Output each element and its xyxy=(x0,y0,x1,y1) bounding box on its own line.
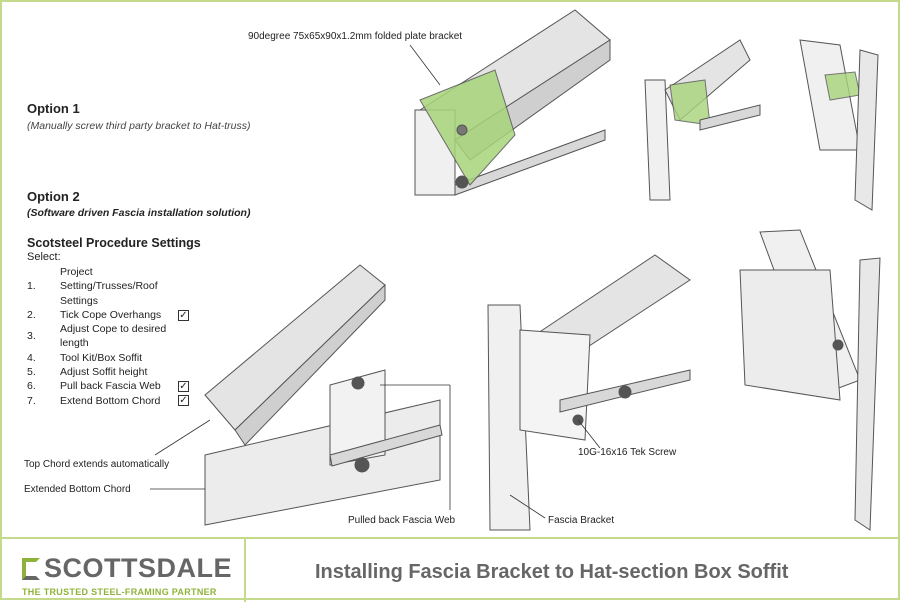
logo-mark-icon xyxy=(22,557,40,580)
option1-title: Option 1 xyxy=(27,101,80,116)
step-label: Tick Cope Overhangs xyxy=(60,308,162,321)
step-number: 3. xyxy=(27,330,36,343)
procedure-step: 1. Project Setting/Trusses/Roof Settings xyxy=(27,265,189,308)
brand-tagline: THE TRUSTED STEEL-FRAMING PARTNER xyxy=(22,587,217,597)
bottom-chord-label: Extended Bottom Chord xyxy=(24,484,131,495)
option2-side-view xyxy=(739,229,881,531)
step-number: 1. xyxy=(27,280,36,293)
step-number: 5. xyxy=(27,366,36,379)
procedure-step: 7. Extend Bottom Chord ✓ xyxy=(27,394,189,408)
procedure-step: 4. Tool Kit/Box Soffit xyxy=(27,351,189,365)
procedure-title: Scotsteel Procedure Settings xyxy=(27,236,201,250)
option2-assembly xyxy=(204,264,443,526)
tek-screw-label: 10G-16x16 Tek Screw xyxy=(578,447,677,458)
option2-title: Option 2 xyxy=(27,189,80,204)
procedure-step: 3. Adjust Cope to desired length xyxy=(27,322,189,351)
footer-title: Installing Fascia Bracket to Hat-section… xyxy=(315,561,789,583)
option1-desc: (Manually screw third party bracket to H… xyxy=(27,120,251,132)
step-number: 4. xyxy=(27,351,36,364)
brand-name: SCOTTSDALE xyxy=(44,553,233,583)
checkbox-checked-icon: ✓ xyxy=(178,395,189,407)
scottsdale-logo: SCOTTSDALE THE TRUSTED STEEL-FRAMING PAR… xyxy=(22,553,232,597)
fascia-web-label: Pulled back Fascia Web xyxy=(348,515,456,526)
step-label: Project Setting/Trusses/Roof Settings xyxy=(60,266,158,307)
option2-fascia-assembly xyxy=(487,254,691,531)
footer: SCOTTSDALE THE TRUSTED STEEL-FRAMING PAR… xyxy=(0,537,900,602)
step-number: 2. xyxy=(27,308,36,321)
option1-side-views xyxy=(644,39,879,211)
step-label: Adjust Soffit height xyxy=(60,366,148,379)
checkbox-checked-icon: ✓ xyxy=(178,309,189,321)
step-label: Pull back Fascia Web xyxy=(60,380,161,393)
procedure-select: Select: xyxy=(27,251,61,263)
checkbox-checked-icon: ✓ xyxy=(178,381,189,393)
step-number: 6. xyxy=(27,380,36,393)
option1-assembly xyxy=(414,9,611,196)
procedure-step: 5. Adjust Soffit height xyxy=(27,365,189,379)
procedure-step: 6. Pull back Fascia Web ✓ xyxy=(27,379,189,393)
step-label: Extend Bottom Chord xyxy=(60,394,161,407)
option2-desc: (Software driven Fascia installation sol… xyxy=(27,207,251,219)
footer-divider xyxy=(244,539,246,602)
top-chord-label: Top Chord extends automatically xyxy=(24,459,170,470)
diagram-illustrations xyxy=(150,9,881,531)
step-label: Adjust Cope to desired length xyxy=(60,323,167,350)
fascia-bracket-label: Fascia Bracket xyxy=(548,515,615,526)
bracket-label: 90degree 75x65x90x1.2mm folded plate bra… xyxy=(248,31,463,42)
procedure-step: 2. Tick Cope Overhangs ✓ xyxy=(27,308,189,322)
step-number: 7. xyxy=(27,394,36,407)
step-label: Tool Kit/Box Soffit xyxy=(60,351,143,364)
